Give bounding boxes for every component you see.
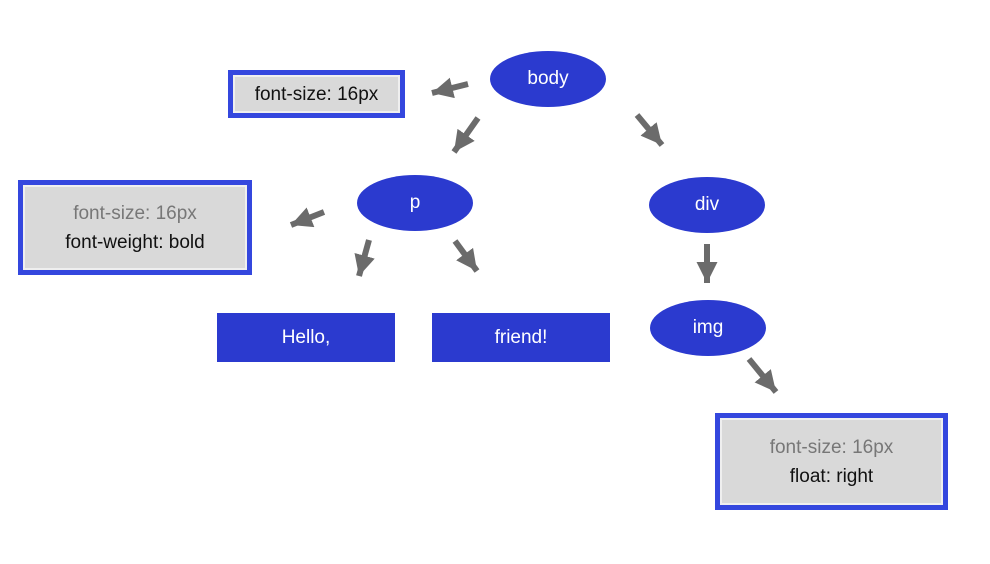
node-div: div	[649, 177, 765, 233]
style-rule: float: right	[789, 465, 874, 487]
arrow-body-to-div	[634, 113, 665, 147]
node-body-label: body	[527, 68, 569, 89]
node-p: p	[357, 175, 473, 231]
style-rule-inherited: font-size: 16px	[73, 202, 197, 224]
arrow-img-to-style-box	[746, 357, 779, 394]
style-rule-inherited: font-size: 16px	[769, 436, 894, 458]
style-box-img: font-size: 16px float: right	[715, 413, 948, 510]
style-rule: font-size: 16px	[254, 83, 379, 105]
arrow-p-to-friend	[452, 239, 480, 273]
arrow-body-to-p	[451, 116, 481, 154]
node-div-label: div	[694, 194, 720, 215]
text-node-hello-label: Hello,	[281, 326, 331, 348]
node-p-label: p	[409, 192, 421, 213]
style-box-body: font-size: 16px	[228, 70, 405, 118]
node-body: body	[490, 51, 606, 107]
text-node-friend: friend!	[432, 313, 610, 362]
node-img: img	[650, 300, 766, 356]
node-img-label: img	[692, 317, 724, 338]
style-rule: font-weight: bold	[65, 231, 205, 253]
style-box-p: font-size: 16px font-weight: bold	[18, 180, 252, 275]
arrow-body-to-fontsize-box	[431, 77, 469, 99]
text-node-hello: Hello,	[217, 313, 395, 362]
arrow-p-to-style-box	[289, 207, 326, 228]
arrow-p-to-hello	[354, 239, 375, 277]
text-node-friend-label: friend!	[494, 326, 548, 348]
